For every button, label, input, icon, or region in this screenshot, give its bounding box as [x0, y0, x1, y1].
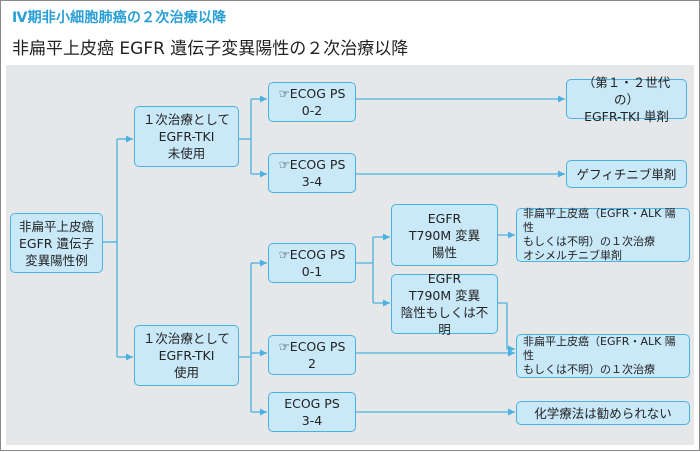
- page-title: Ⅳ期非小細胞肺癌の２次治療以降: [12, 10, 227, 26]
- node-ecog-ps-3-4-unused: ☞ECOG PS 3-4: [268, 153, 356, 193]
- node-t790m-negative: EGFR T790M 変異 陰性もしくは不明: [391, 271, 498, 337]
- outcome-gefitinib: ゲフィチニブ単剤: [566, 160, 687, 188]
- outcome-egfr-tki: （第１・２世代の） EGFR-TKI 単剤: [566, 75, 687, 124]
- node-ecog-ps-0-2: ☞ECOG PS 0-2: [268, 82, 356, 122]
- node-ecog-ps-2: ☞ECOG PS 2: [268, 335, 356, 375]
- outcome-no-chemo: 化学療法は勧められない: [516, 401, 690, 425]
- node-tki-unused: １次治療として EGFR-TKI 未使用: [134, 106, 239, 167]
- outcome-first-line: 非扁平上皮癌（EGFR・ALK 陽性 もしくは不明）の１次治療: [516, 334, 690, 378]
- connector-t790m-neg-out: [498, 302, 515, 353]
- node-ecog-ps-0-1: ☞ECOG PS 0-1: [268, 243, 356, 283]
- node-t790m-positive: EGFR T790M 変異 陽性: [391, 204, 498, 266]
- outcome-osimertinib: 非扁平上皮癌（EGFR・ALK 陽性 もしくは不明）の１次治療 オシメルチニブ単…: [516, 207, 690, 262]
- node-ecog-ps-3-4-used: ECOG PS 3-4: [268, 392, 356, 432]
- node-tki-used: １次治療として EGFR-TKI 使用: [134, 325, 239, 386]
- node-root: 非扁平上皮癌 EGFR 遺伝子 変異陽性例: [10, 213, 103, 273]
- diagram-subtitle: 非扁平上皮癌 EGFR 遺伝子変異陽性の２次治療以降: [12, 39, 409, 59]
